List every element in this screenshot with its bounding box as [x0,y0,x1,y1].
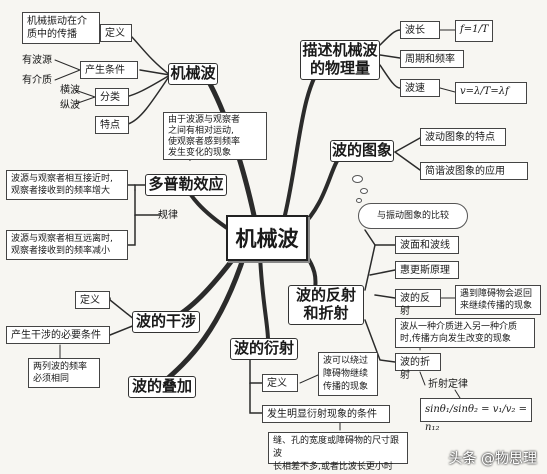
text-line: 来继续传播的现象 [460,301,533,311]
reflection-node: 波的反射 和折射 [288,285,364,325]
formula-frequency: f=1/T [455,20,493,42]
huygens-label: 惠更斯原理 [395,261,459,279]
text-line: 使观察者感到频率 [168,137,241,147]
watermark: 头条 @物思理 [448,451,537,467]
text-line: 发生变化的现象 [168,148,232,158]
interference-node: 波的干涉 [132,311,200,333]
text-line: 必须相同 [33,374,70,384]
text-line: 波源与观察者相互接近时, [11,174,113,184]
formula-speed: v=λ/T=λf [455,82,527,104]
interference-condition-label: 产生干涉的必要条件 [6,326,110,344]
text-line: 的物理量 [309,59,370,77]
text-line: 和折射 [303,304,349,322]
wave-image-node: 波的图象 [330,140,394,162]
diffraction-node: 波的衍射 [230,338,298,360]
text-line: 由于波源与观察者 [168,115,241,125]
features-label: 特点 [95,116,129,134]
frequency-condition-text: 两列波的频率 必须相同 [28,358,100,388]
longitudinal-wave: 纵波 [60,100,80,111]
text-line: 波可以绕过 [323,356,369,366]
wave-speed-label: 波速 [400,79,440,97]
physics-node: 描述机械波 的物理量 [300,40,380,80]
diffraction-definition-label: 定义 [262,374,298,392]
text-line: 传播的现象 [323,382,369,392]
text-line: 质中的传播 [27,29,77,40]
reflection-description: 遇到障碍物会返回 来继续传播的现象 [455,285,541,315]
classification-label: 分类 [95,88,129,106]
text-line: 波从一种介质进入另一种介质 [400,322,518,332]
text-line: 之间有相对运动, [168,126,234,136]
diffraction-condition-label: 发生明显衍射现象的条件 [262,405,390,423]
text-line: 描述机械波 [302,41,378,59]
text-line: 机械振动在介 [27,16,87,27]
refraction-description: 波从一种介质进入另一种介质 时,传播方向发生改变的现象 [395,318,535,348]
note-bubble-dot [352,175,363,183]
image-features-label: 波动图象的特点 [420,128,506,146]
text-line: 障碍物继续 [323,369,369,379]
interference-definition-label: 定义 [75,291,110,309]
text-line: 遇到障碍物会返回 [460,289,533,299]
condition-medium: 有介质 [22,75,52,86]
text-line: 两列波的频率 [33,362,88,372]
text-line: 时,传播方向发生改变的现象 [400,334,511,344]
diffraction-definition-text: 波可以绕过 障碍物继续 传播的现象 [318,352,378,396]
transverse-wave: 横波 [60,85,80,96]
superposition-node: 波的叠加 [128,376,196,398]
mech-wave-definition-text: 机械振动在介 质中的传播 [22,12,100,44]
compare-note: 与振动图象的比较 [358,203,468,229]
condition-source: 有波源 [22,55,52,66]
text-line: 长相差不多,或者比波长更小时 [273,462,393,472]
image-application-label: 简谐波图象的应用 [420,162,528,180]
period-frequency-label: 周期和频率 [400,50,464,68]
mech-wave-definition-label: 定义 [100,24,132,42]
text-line: 观察者接收到的频率减小 [11,246,111,256]
refraction-label: 波的折射 [395,353,441,381]
doppler-node: 多普勒效应 [145,174,227,196]
conditions-label: 产生条件 [80,61,138,79]
doppler-approach: 波源与观察者相互接近时, 观察者接收到的频率增大 [6,170,128,200]
refraction-law-label: 折射定律 [428,379,468,390]
diffraction-condition-text: 缝、孔的宽度或障碍物的尺寸跟波 长相差不多,或者比波长更小时 [268,432,408,472]
refraction-law-formula: sinθ₁/sinθ₂ = v₁/v₂ = n₁₂ [420,398,532,433]
note-bubble-dot [360,188,368,194]
mech-wave-node: 机械波 [168,63,218,85]
text-line: 波的反射 [295,286,356,304]
reflection-label: 波的反射 [395,289,441,317]
wavefront-label: 波面和波线 [395,236,459,254]
doppler-recede: 波源与观察者相互远离时, 观察者接收到的频率减小 [6,230,128,260]
text-line: 波源与观察者相互远离时, [11,234,113,244]
wavelength-label: 波长 [400,21,440,39]
text-line: 观察者接收到的频率增大 [11,186,111,196]
center-node: 机械波 [226,215,308,261]
note-bubble-dot [356,198,362,203]
doppler-description: 由于波源与观察者 之间有相对运动, 使观察者感到频率 发生变化的现象 [163,112,267,160]
text-line: 缝、孔的宽度或障碍物的尺寸跟波 [273,436,400,459]
doppler-rule-label: 规律 [158,210,178,221]
